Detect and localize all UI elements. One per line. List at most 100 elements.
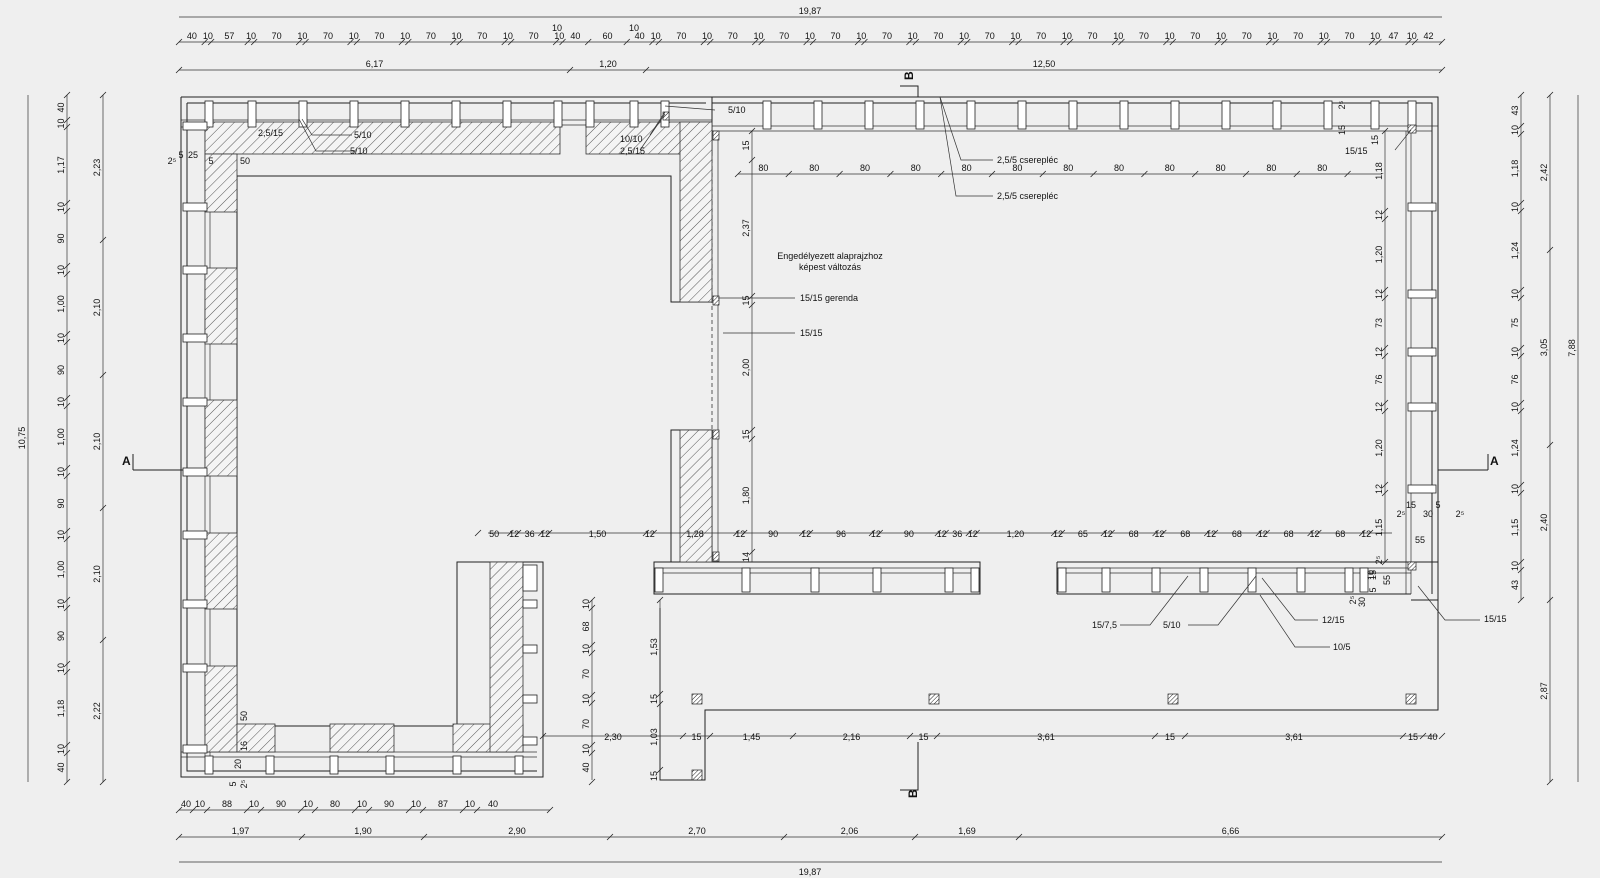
dim-label: 40	[1427, 732, 1437, 742]
dim-label: 10	[249, 799, 259, 809]
dim-label: 2⁵	[239, 779, 249, 788]
dim-tick	[1381, 215, 1389, 223]
dim-tick	[175, 66, 183, 74]
label-5-10-c: 5/10	[350, 146, 368, 156]
dim-label: 12	[1374, 347, 1384, 357]
dim-label: 1,28	[686, 529, 704, 539]
dim-tick	[1381, 294, 1389, 302]
dim-label: 70	[1088, 31, 1098, 41]
dim-tick	[642, 66, 650, 74]
dim-tick	[546, 806, 554, 814]
dim-label: 10	[297, 31, 307, 41]
dim-label: 10	[805, 31, 815, 41]
dim-label: 80	[1165, 163, 1175, 173]
dim-label: 10	[56, 265, 66, 275]
dim-tick	[911, 833, 919, 841]
dim-label: 10	[1510, 202, 1520, 212]
dim-label: 2,40	[1539, 514, 1549, 532]
dim-tick	[649, 38, 656, 46]
dim-tick	[656, 700, 664, 708]
dim-label: 12	[735, 529, 745, 539]
dim-tick	[1152, 529, 1159, 537]
dim-tick	[906, 732, 914, 740]
dim-label: 40	[570, 31, 580, 41]
dim-label: 76	[1374, 374, 1384, 384]
dims-right-outer: 2,423,052,402,87	[1539, 91, 1554, 786]
dim-tick	[748, 127, 756, 135]
dim-tick	[1111, 38, 1119, 46]
dim-label: 75	[1510, 318, 1520, 328]
dim-label: 10	[1267, 31, 1277, 41]
dim-label: 10	[1062, 31, 1072, 41]
dim-tick	[244, 38, 252, 46]
note-line1: Engedélyezett alaprajzhoz	[777, 251, 883, 261]
dim-tick	[1293, 170, 1301, 178]
dim-label: 80	[1063, 163, 1073, 173]
dim-label: 10	[1510, 484, 1520, 494]
dim-tick	[655, 38, 663, 46]
dim-tick	[606, 833, 614, 841]
dim-label: 1,00	[56, 295, 66, 313]
dim-label: 10	[702, 31, 712, 41]
dim-tick	[456, 38, 464, 46]
dim-label: 2,23	[92, 159, 102, 177]
dim-tick	[1272, 38, 1279, 46]
dim-label: 43	[1510, 580, 1520, 590]
dim-tick	[420, 833, 428, 841]
dim-label: 12,50	[1033, 59, 1056, 69]
dim-tick	[63, 527, 71, 535]
dim-tick	[1169, 38, 1177, 46]
dim-tick	[63, 660, 71, 668]
dim-tick	[785, 170, 793, 178]
dim-label: 70	[323, 31, 333, 41]
dim-tick	[1181, 732, 1189, 740]
dim-label: 10	[56, 530, 66, 540]
dim-label: 40	[56, 102, 66, 112]
dim-label: 80	[911, 163, 921, 173]
dim-tick	[803, 38, 810, 46]
dim-label: 3,61	[1037, 732, 1055, 742]
dim-tick	[1399, 732, 1407, 740]
dim-label: 2,10	[92, 565, 102, 583]
dim-tick	[1517, 122, 1525, 130]
dim-label: 5	[208, 156, 213, 166]
dim-tick	[1220, 38, 1228, 46]
dim-label: 10	[1366, 570, 1376, 580]
dim-tick	[1214, 38, 1222, 46]
dim-label: 1,90	[354, 826, 372, 836]
dim-tick	[1323, 38, 1331, 46]
dim-tick	[942, 529, 949, 537]
dim-label: 2,90	[508, 826, 526, 836]
dim-label: 10	[56, 397, 66, 407]
dim-tick	[559, 38, 566, 46]
dim-tick	[1015, 38, 1022, 46]
dim-label: 43	[1510, 105, 1520, 115]
dim-tick	[1050, 529, 1058, 537]
dim-label: 14	[741, 552, 751, 562]
dim-tick	[1381, 352, 1389, 360]
dim-tick	[1517, 199, 1525, 207]
section-a-right: A	[1490, 454, 1499, 468]
dim-tick	[1118, 38, 1125, 46]
dim-tick	[63, 199, 71, 207]
dim-tick	[706, 732, 714, 740]
dim-tick	[588, 749, 596, 757]
plan-structure	[180, 96, 1439, 781]
dim-tick	[201, 38, 208, 46]
dim-label: 2,06	[841, 826, 859, 836]
dim-label: 12	[1361, 529, 1371, 539]
dim-label: 10	[959, 31, 969, 41]
dim-label: 5	[178, 150, 183, 160]
dim-tick	[552, 38, 560, 46]
dim-label: 10	[581, 694, 591, 704]
dim-label: 70	[272, 31, 282, 41]
dim-tick	[1381, 481, 1389, 489]
dim-label: 70	[581, 719, 591, 729]
dim-tick	[1255, 529, 1263, 537]
dim-label: 2,42	[1539, 164, 1549, 182]
dim-tick	[1517, 344, 1525, 352]
dim-label: 15	[1368, 570, 1378, 580]
dim-label: 60	[602, 31, 612, 41]
dim-label: 36	[952, 529, 962, 539]
